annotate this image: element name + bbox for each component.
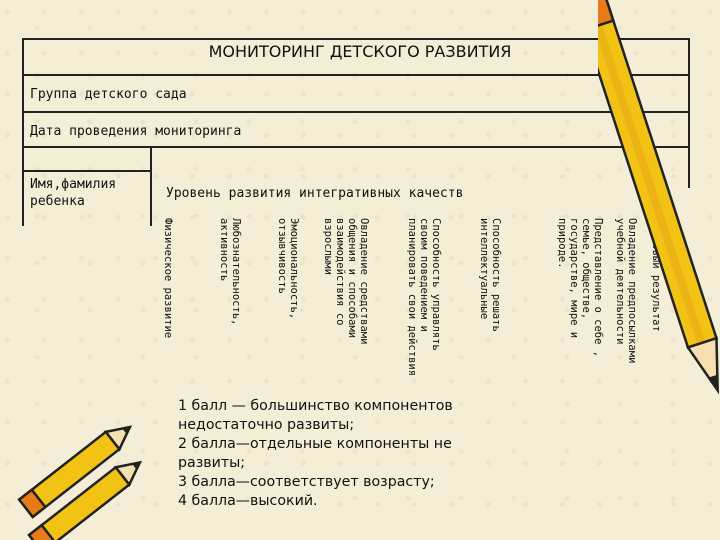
column-header-emotion: Эмоциональность, отзывчивость [276,218,300,356]
pencil-icon [598,0,720,395]
score-legend: 1 балл — большинство компонентов недоста… [178,397,518,511]
pencil-icon [17,425,143,540]
column-header-text: Любознательность, активность [218,218,242,326]
column-header-physical: Физическое развитие [162,218,174,356]
legend-item: 4 балла—высокий. [178,493,318,509]
column-header-learning: Овладение предпосылками учебной деятельн… [614,218,638,363]
qualities-label: Уровень развития интегративных качеств [166,186,464,201]
child-name-label: Имя,фамилия ребенка [30,177,117,209]
column-header-text: Способность решать интеллектуальные [478,218,502,332]
column-header-curiosity: Любознательность, активность [218,218,242,356]
column-header-text: Физическое развитие [162,218,174,339]
row-divider-2 [22,111,690,113]
legend-item: 2 балла—отдельные компоненты не развиты; [178,436,452,471]
column-header-text: Эмоциональность, отзывчивость [276,218,300,320]
column-header-communication: Овладение средствами общения и способами… [322,218,370,356]
column-header-intellectual: Способность решать интеллектуальные [478,218,502,356]
column-header-text: Овладение средствами общения и способами… [322,218,370,345]
child-col-divider [150,146,152,226]
legend-item: 3 балла—соответствует возрасту; [178,474,435,490]
row-divider-3 [22,146,690,148]
column-header-text: Способность управлять своим поведением и… [406,218,442,377]
frame-top [22,38,690,40]
row-divider-4 [22,170,152,172]
column-header-text: Представление о себе , семье, обществе, … [556,218,604,358]
frame-left [22,38,24,226]
page-title: МОНИТОРИНГ ДЕТСКОГО РАЗВИТИЯ [208,42,512,61]
legend-item: 1 балл — большинство компонентов недоста… [178,398,453,433]
column-header-self-world: Представление о себе , семье, обществе, … [556,218,604,358]
date-label: Дата проведения мониторинга [30,124,242,139]
frame-right [688,38,690,188]
column-header-text: Овладение предпосылками учебной деятельн… [614,218,638,364]
column-header-behavior: Способность управлять своим поведением и… [406,218,442,376]
row-divider-1 [22,74,690,76]
group-label: Группа детского сада [30,87,187,102]
